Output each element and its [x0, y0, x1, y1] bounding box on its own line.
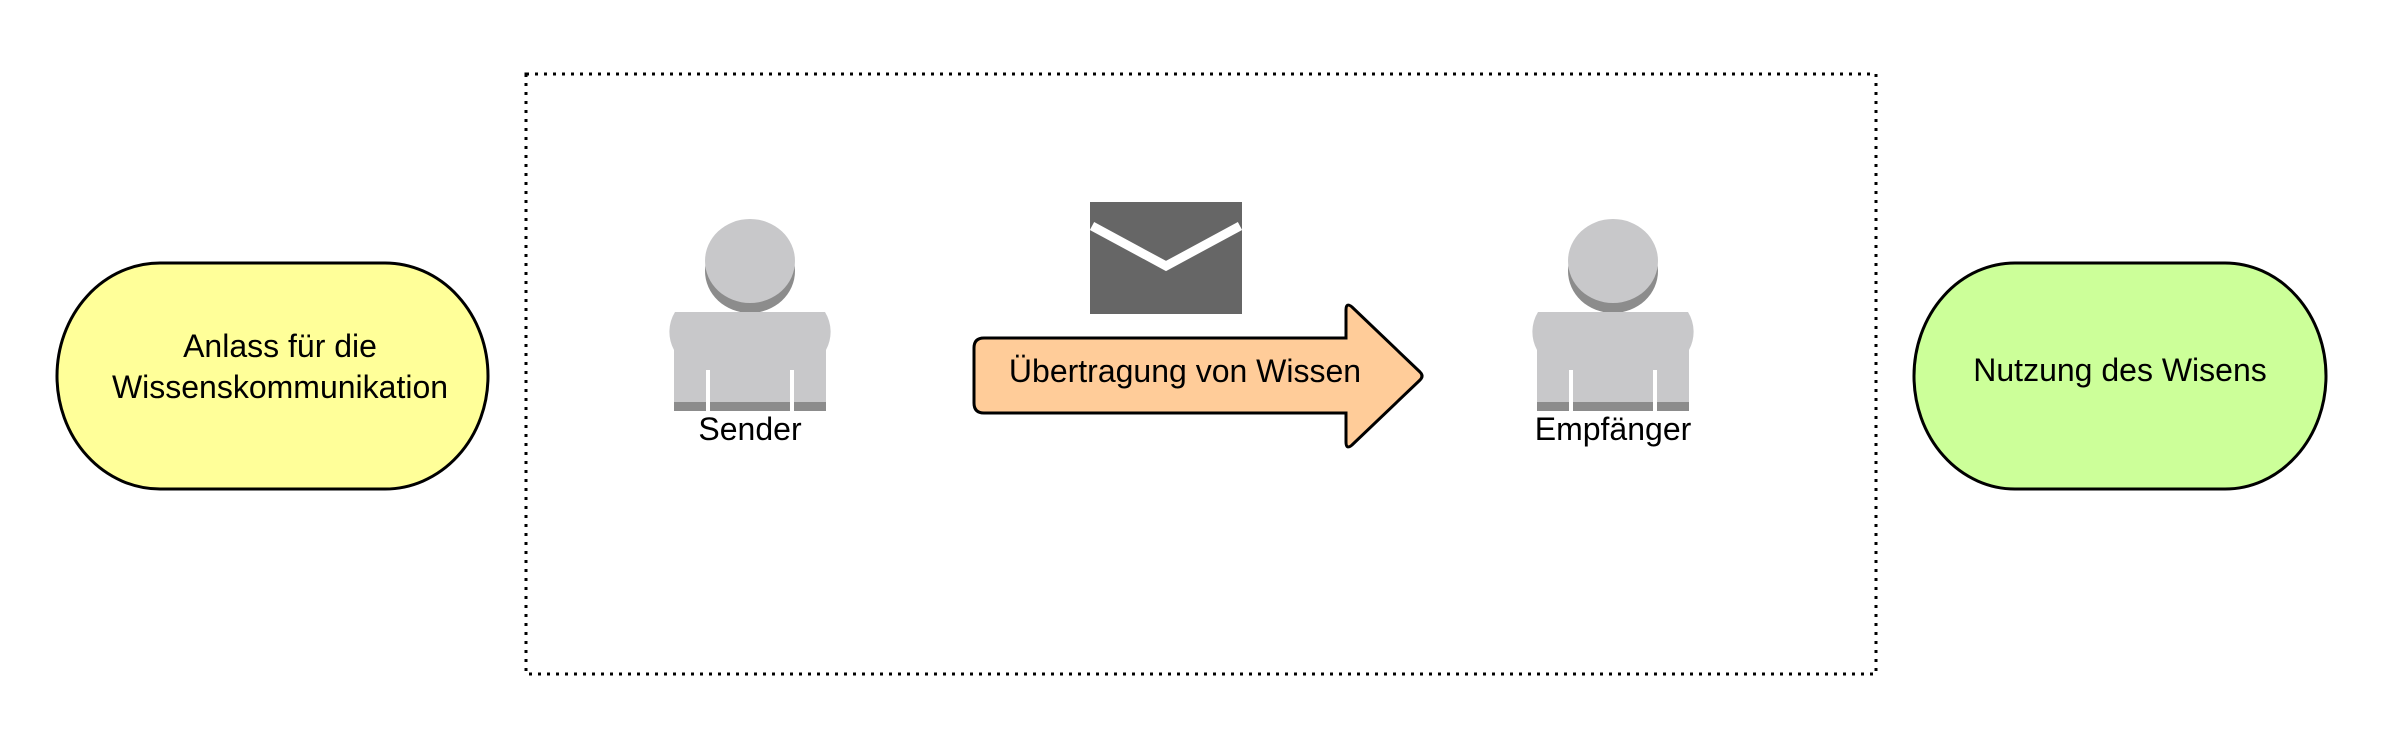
trigger-node: Anlass für die Wissenskommunikation	[55, 261, 490, 491]
receiver-node: Empfänger	[1532, 219, 1694, 447]
person-icon	[1532, 219, 1694, 411]
person-icon	[669, 219, 831, 411]
receiver-label: Empfänger	[1535, 411, 1692, 447]
trigger-label-line-2: Wissenskommunikation	[112, 369, 448, 405]
transfer-arrow-shape	[972, 303, 1424, 449]
sender-node: Sender	[669, 219, 831, 447]
transfer-label: Übertragung von Wissen	[1009, 353, 1361, 389]
process-boundary	[524, 72, 1878, 676]
usage-node: Nutzung des Wisens	[1912, 261, 2328, 491]
usage-shape	[1912, 261, 2328, 491]
transfer-arrow: Übertragung von Wissen	[972, 303, 1424, 449]
sender-label: Sender	[698, 411, 802, 447]
envelope-icon	[1089, 202, 1243, 314]
usage-label: Nutzung des Wisens	[1973, 352, 2266, 388]
trigger-shape	[55, 261, 490, 491]
trigger-label-line-1: Anlass für die	[183, 328, 377, 364]
